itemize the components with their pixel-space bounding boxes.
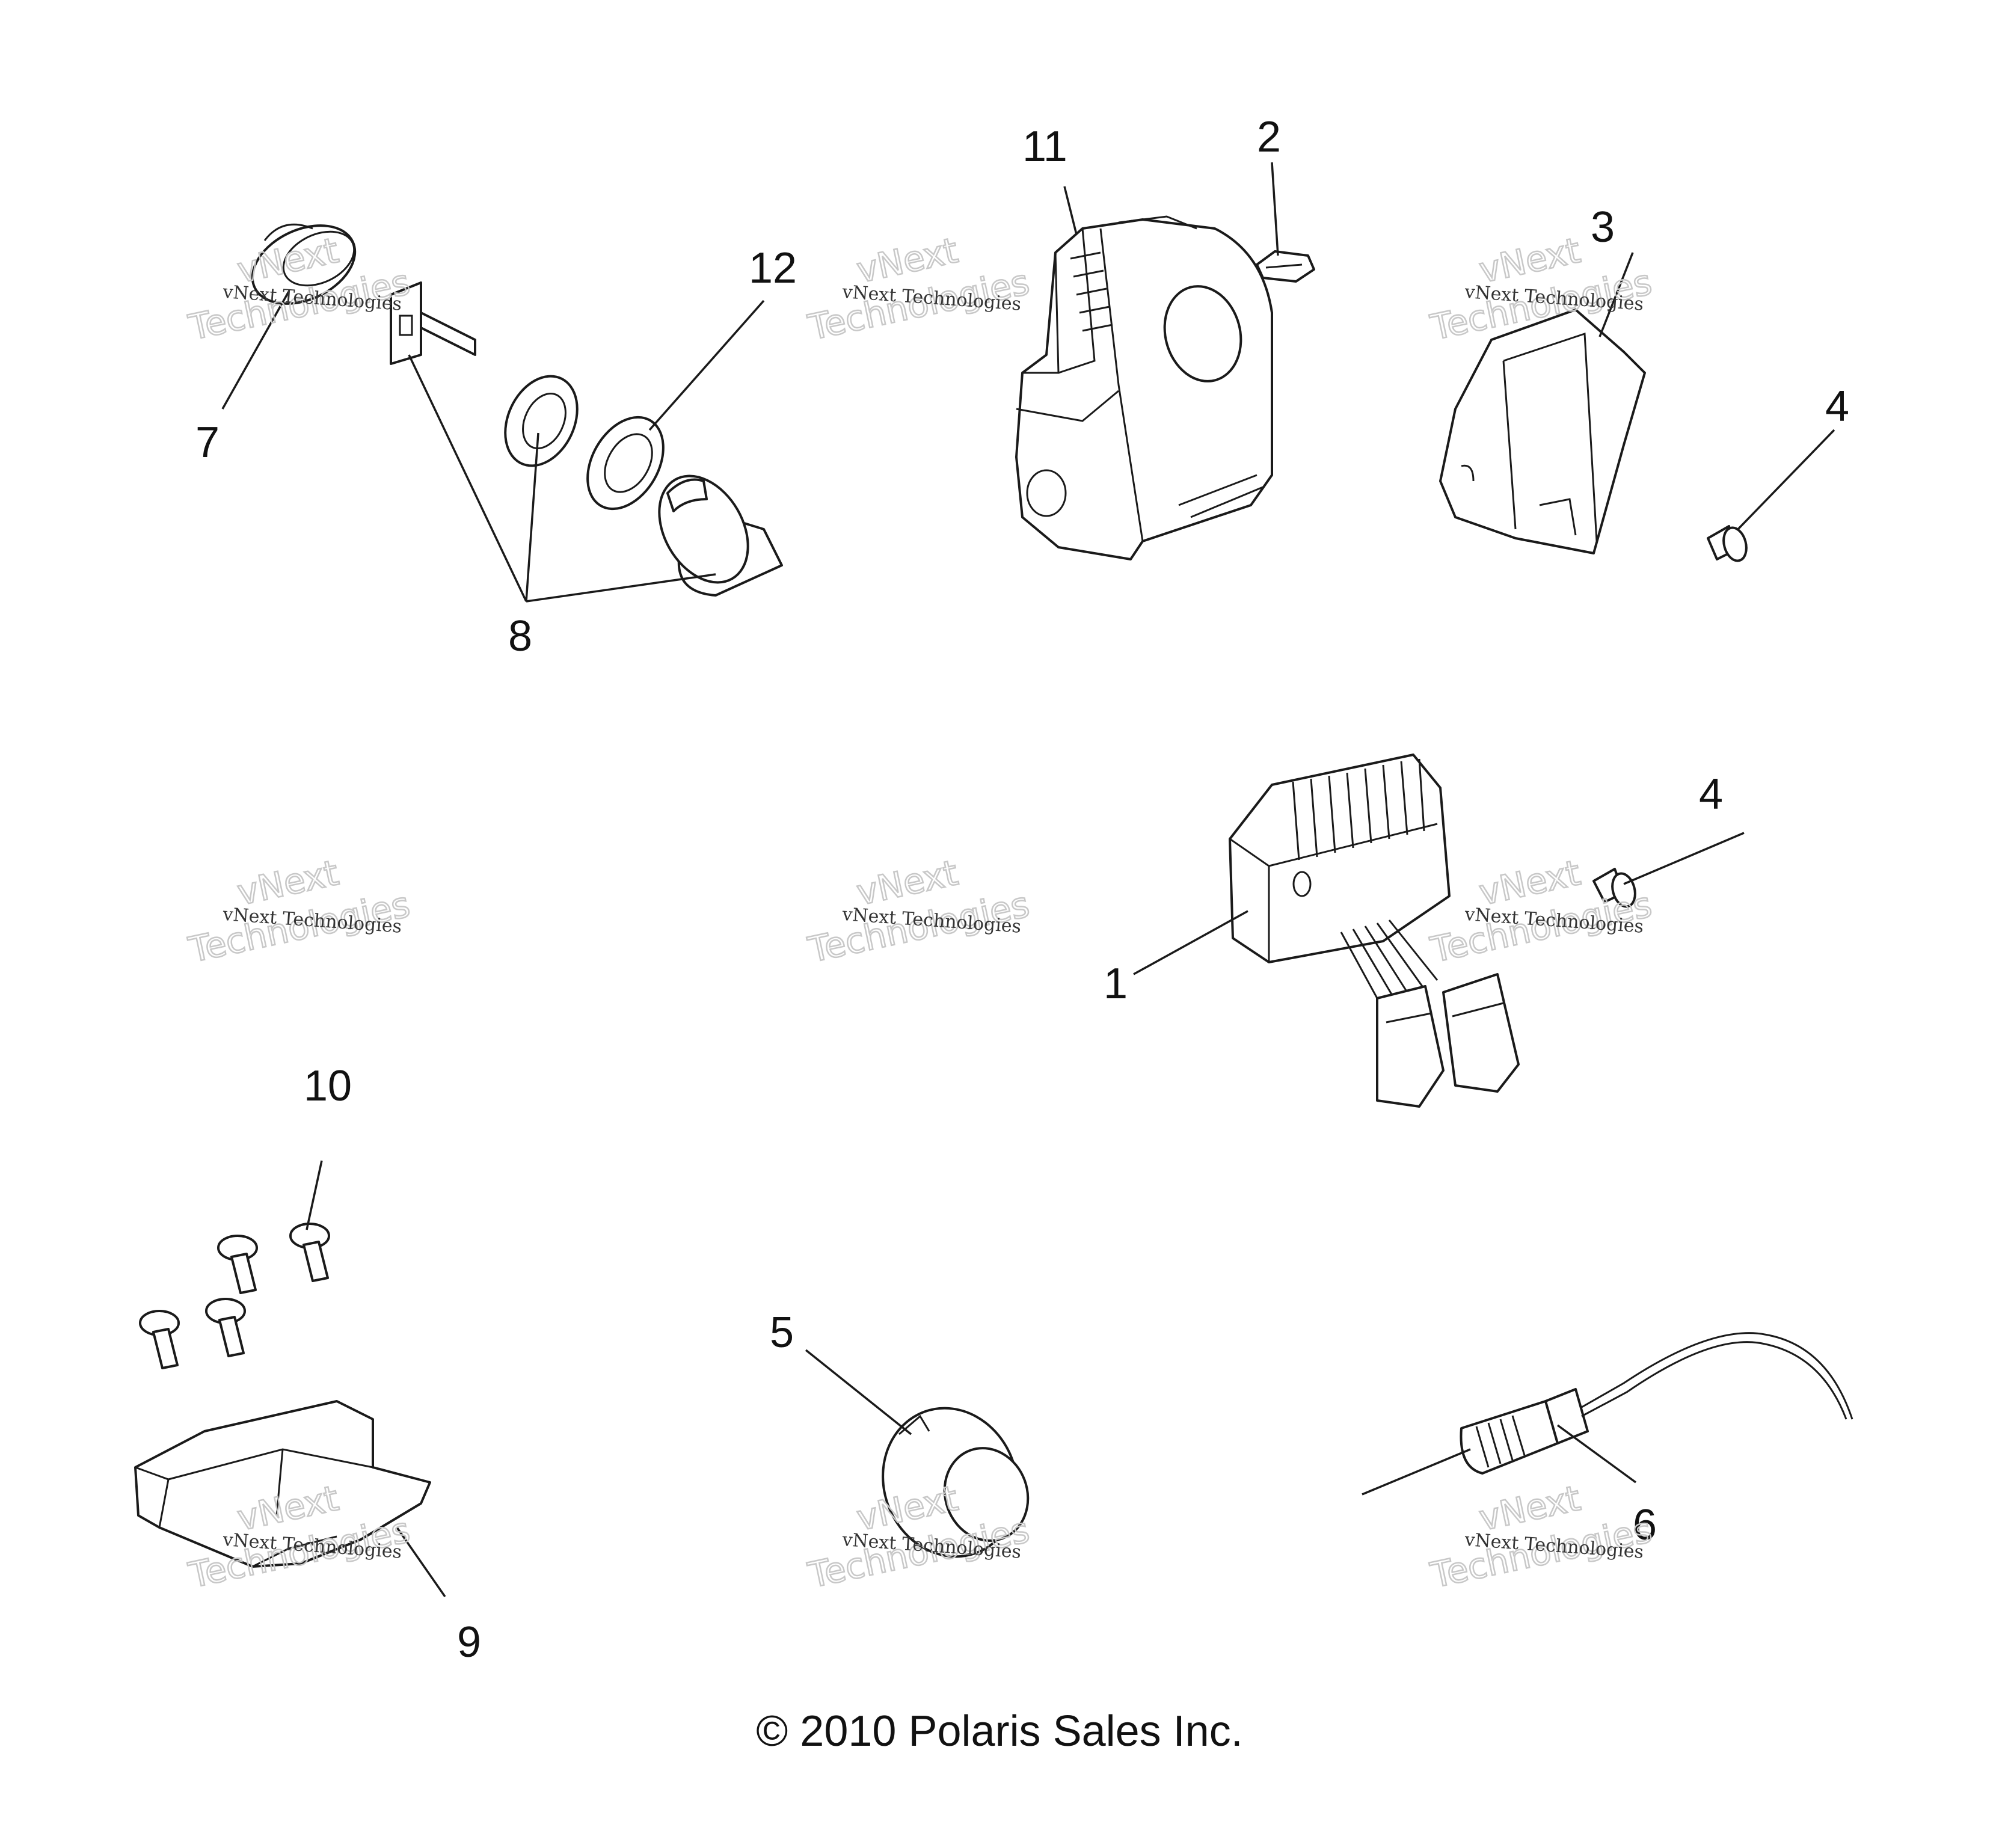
watermark-middle-right: Technologies vNext vNext Technologies	[1426, 852, 1656, 971]
part-6-sensor	[1460, 1332, 1853, 1475]
callout-labels: 11 2 3 4 12 7 8 1 4 10 9 5 6	[195, 113, 1849, 1666]
callout-12: 12	[749, 244, 797, 292]
watermark-bottom-right: Technologies vNext vNext Technologies	[1426, 1477, 1656, 1597]
part-2-insert	[1256, 250, 1315, 283]
callout-5: 5	[770, 1309, 794, 1357]
watermark-top-center: Technologies vNext vNext Technologies	[804, 229, 1034, 349]
callout-2: 2	[1257, 113, 1281, 161]
watermark-middle-center: Technologies vNext vNext Technologies	[804, 852, 1034, 971]
callout-10: 10	[304, 1062, 352, 1110]
callout-8: 8	[508, 612, 532, 660]
callout-9: 9	[457, 1618, 481, 1666]
part-3-module	[1439, 309, 1646, 554]
callout-11: 11	[1022, 123, 1067, 171]
callout-6: 6	[1633, 1501, 1657, 1549]
callout-1: 1	[1104, 960, 1128, 1008]
watermark-top-left: Technologies vNext vNext Technologies	[185, 229, 414, 349]
leader-lines	[221, 162, 1835, 1597]
part-5-button	[882, 1407, 1030, 1558]
copyright-notice: © 2010 Polaris Sales Inc.	[756, 1707, 1243, 1755]
part-1-regulator	[1229, 754, 1520, 1108]
callout-4-upper: 4	[1825, 382, 1849, 431]
part-4-bolt-upper	[1707, 525, 1748, 562]
callout-4-lower: 4	[1699, 770, 1723, 818]
callout-7: 7	[195, 419, 220, 467]
watermark-middle-left: Technologies vNext vNext Technologies	[185, 852, 414, 971]
part-10-screws	[139, 1223, 330, 1369]
part-7-bezel-ring	[251, 223, 357, 305]
callout-3: 3	[1591, 203, 1615, 251]
part-11-control-housing	[1015, 215, 1273, 560]
part-8-switch-assembly	[390, 281, 783, 597]
part-9-cdi-box	[134, 1400, 431, 1568]
part-12-washer	[586, 416, 665, 511]
